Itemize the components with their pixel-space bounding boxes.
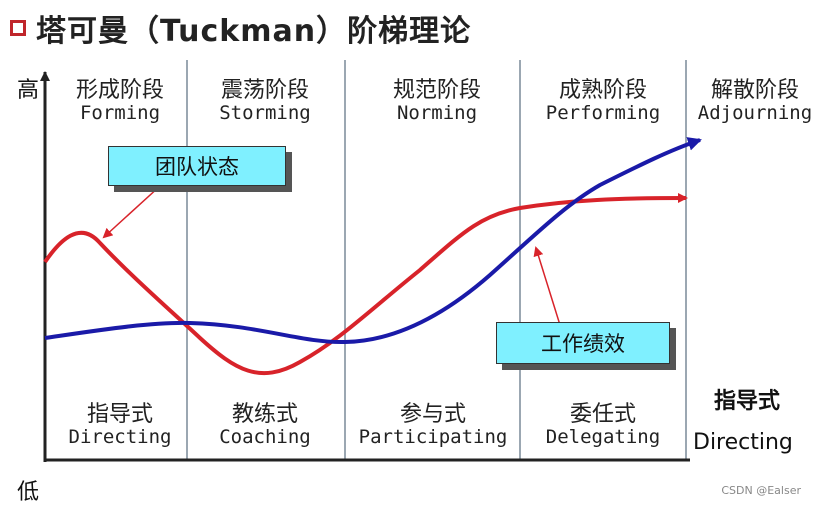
title-square-icon: [10, 20, 26, 36]
page-title: 塔可曼（Tuckman）阶梯理论: [36, 14, 472, 49]
style-participating-en: Participating: [358, 426, 508, 448]
title-row: 塔可曼（Tuckman）阶梯理论: [10, 8, 472, 49]
stage-forming-zh: 形成阶段: [75, 78, 164, 103]
stage-performing-en: Performing: [545, 102, 661, 124]
stage-adjourning-zh: 解散阶段: [710, 78, 799, 103]
team-state-callout: 团队状态: [108, 146, 286, 186]
y-axis-low-label: 低: [17, 480, 40, 505]
style-directing-en: Directing: [68, 426, 172, 448]
style-participating-zh: 参与式: [399, 402, 466, 427]
stage-forming-en: Forming: [79, 102, 161, 124]
stage-norming-en: Norming: [396, 102, 478, 124]
stage-norming-zh: 规范阶段: [392, 78, 481, 103]
style-delegating-zh: 委任式: [569, 402, 636, 427]
team-state-curve: [43, 193, 688, 376]
style-delegating-en: Delegating: [545, 426, 661, 448]
watermark: CSDN @Ealser: [721, 484, 801, 497]
performance-curve: [44, 137, 702, 345]
style-coaching-zh: 教练式: [231, 402, 298, 427]
style-directing-zh: 指导式: [86, 402, 153, 427]
style-directing-final-zh: 指导式: [714, 389, 781, 414]
style-directing-final-en: Directing: [693, 430, 793, 455]
style-coaching-en: Coaching: [219, 426, 311, 448]
stage-adjourning-en: Adjourning: [697, 102, 813, 124]
stage-performing-zh: 成熟阶段: [558, 78, 647, 103]
stage-storming-zh: 震荡阶段: [220, 78, 309, 103]
team-state-pointer: [102, 185, 161, 239]
stage-storming-en: Storming: [219, 102, 311, 124]
performance-callout: 工作绩效: [496, 322, 670, 364]
performance-pointer: [533, 246, 561, 326]
y-axis-high-label: 高: [17, 78, 40, 103]
